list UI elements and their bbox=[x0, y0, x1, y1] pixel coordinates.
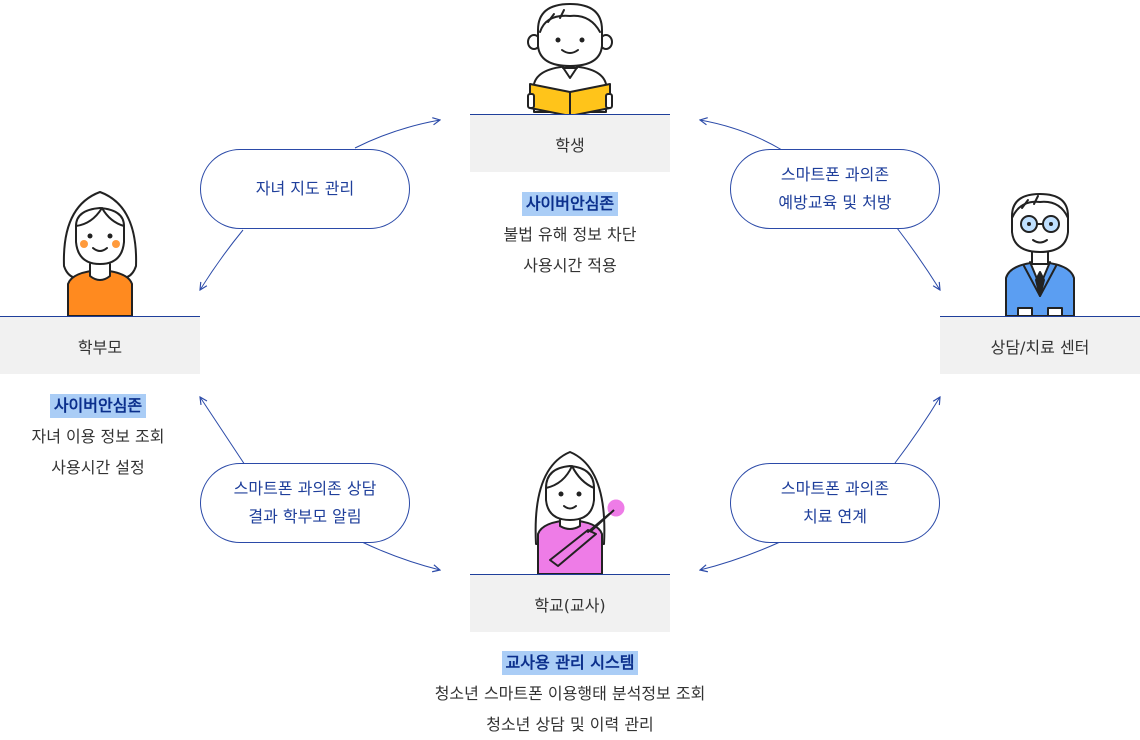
arrow-to-center-bottom bbox=[894, 397, 940, 464]
student-label: 학생 bbox=[555, 135, 585, 155]
connector-parent-to-student-line-1: 자녀 지도 관리 bbox=[255, 179, 355, 198]
connector-center-to-school-line-1: 스마트폰 과의존 bbox=[780, 479, 890, 498]
arrow-school-to-parent bbox=[200, 397, 246, 466]
school-highlight: 교사용 관리 시스템 bbox=[501, 651, 639, 675]
parent-line-1: 자녀 이용 정보 조회 bbox=[31, 427, 165, 446]
parent-label: 학부모 bbox=[77, 337, 123, 357]
connector-school-to-parent-line-1: 스마트폰 과의존 상담 bbox=[233, 479, 377, 498]
student-highlight: 사이버안심존 bbox=[521, 192, 619, 216]
center-label: 상담/치료 센터 bbox=[990, 337, 1090, 357]
arrow-to-parent bbox=[200, 229, 244, 290]
counselor-figure bbox=[1005, 193, 1075, 317]
connector-center-to-student-line-2: 예방교육 및 처방 bbox=[778, 193, 892, 212]
student-description: 사이버안심존 불법 유해 정보 차단 사용시간 적용 bbox=[420, 188, 720, 281]
school-description: 교사용 관리 시스템 청소년 스마트폰 이용행태 분석정보 조회 청소년 상담 … bbox=[370, 647, 770, 740]
arrow-center-to-student bbox=[700, 120, 783, 151]
student-box: 학생 bbox=[470, 114, 670, 172]
student-line-1: 불법 유해 정보 차단 bbox=[503, 225, 637, 244]
parent-highlight: 사이버안심존 bbox=[49, 394, 147, 418]
parent-description: 사이버안심존 자녀 이용 정보 조회 사용시간 설정 bbox=[0, 390, 196, 483]
school-label: 학교(교사) bbox=[534, 595, 606, 615]
arrow-center-to-school bbox=[700, 541, 781, 570]
teacher-figure bbox=[534, 451, 625, 575]
school-line-1: 청소년 스마트폰 이용행태 분석정보 조회 bbox=[434, 684, 706, 703]
connector-center-to-student: 스마트폰 과의존 예방교육 및 처방 bbox=[730, 149, 940, 229]
arrow-to-school-left bbox=[361, 541, 440, 570]
connector-center-to-school: 스마트폰 과의존 치료 연계 bbox=[730, 463, 940, 543]
student-line-2: 사용시간 적용 bbox=[523, 256, 617, 275]
parent-line-2: 사용시간 설정 bbox=[51, 458, 145, 477]
school-box: 학교(교사) bbox=[470, 574, 670, 632]
connector-parent-to-student: 자녀 지도 관리 bbox=[200, 149, 410, 229]
arrow-parent-to-student bbox=[354, 120, 440, 149]
student-figure bbox=[527, 3, 613, 116]
center-box: 상담/치료 센터 bbox=[940, 316, 1140, 374]
connector-school-to-parent: 스마트폰 과의존 상담 결과 학부모 알림 bbox=[200, 463, 410, 543]
parent-figure bbox=[62, 191, 138, 317]
connector-center-to-student-line-1: 스마트폰 과의존 bbox=[780, 165, 890, 184]
connector-school-to-parent-line-2: 결과 학부모 알림 bbox=[248, 507, 362, 526]
arrow-to-center-top bbox=[896, 227, 940, 290]
parent-box: 학부모 bbox=[0, 316, 200, 374]
connector-center-to-school-line-2: 치료 연계 bbox=[803, 507, 867, 526]
school-line-2: 청소년 상담 및 이력 관리 bbox=[486, 715, 654, 734]
